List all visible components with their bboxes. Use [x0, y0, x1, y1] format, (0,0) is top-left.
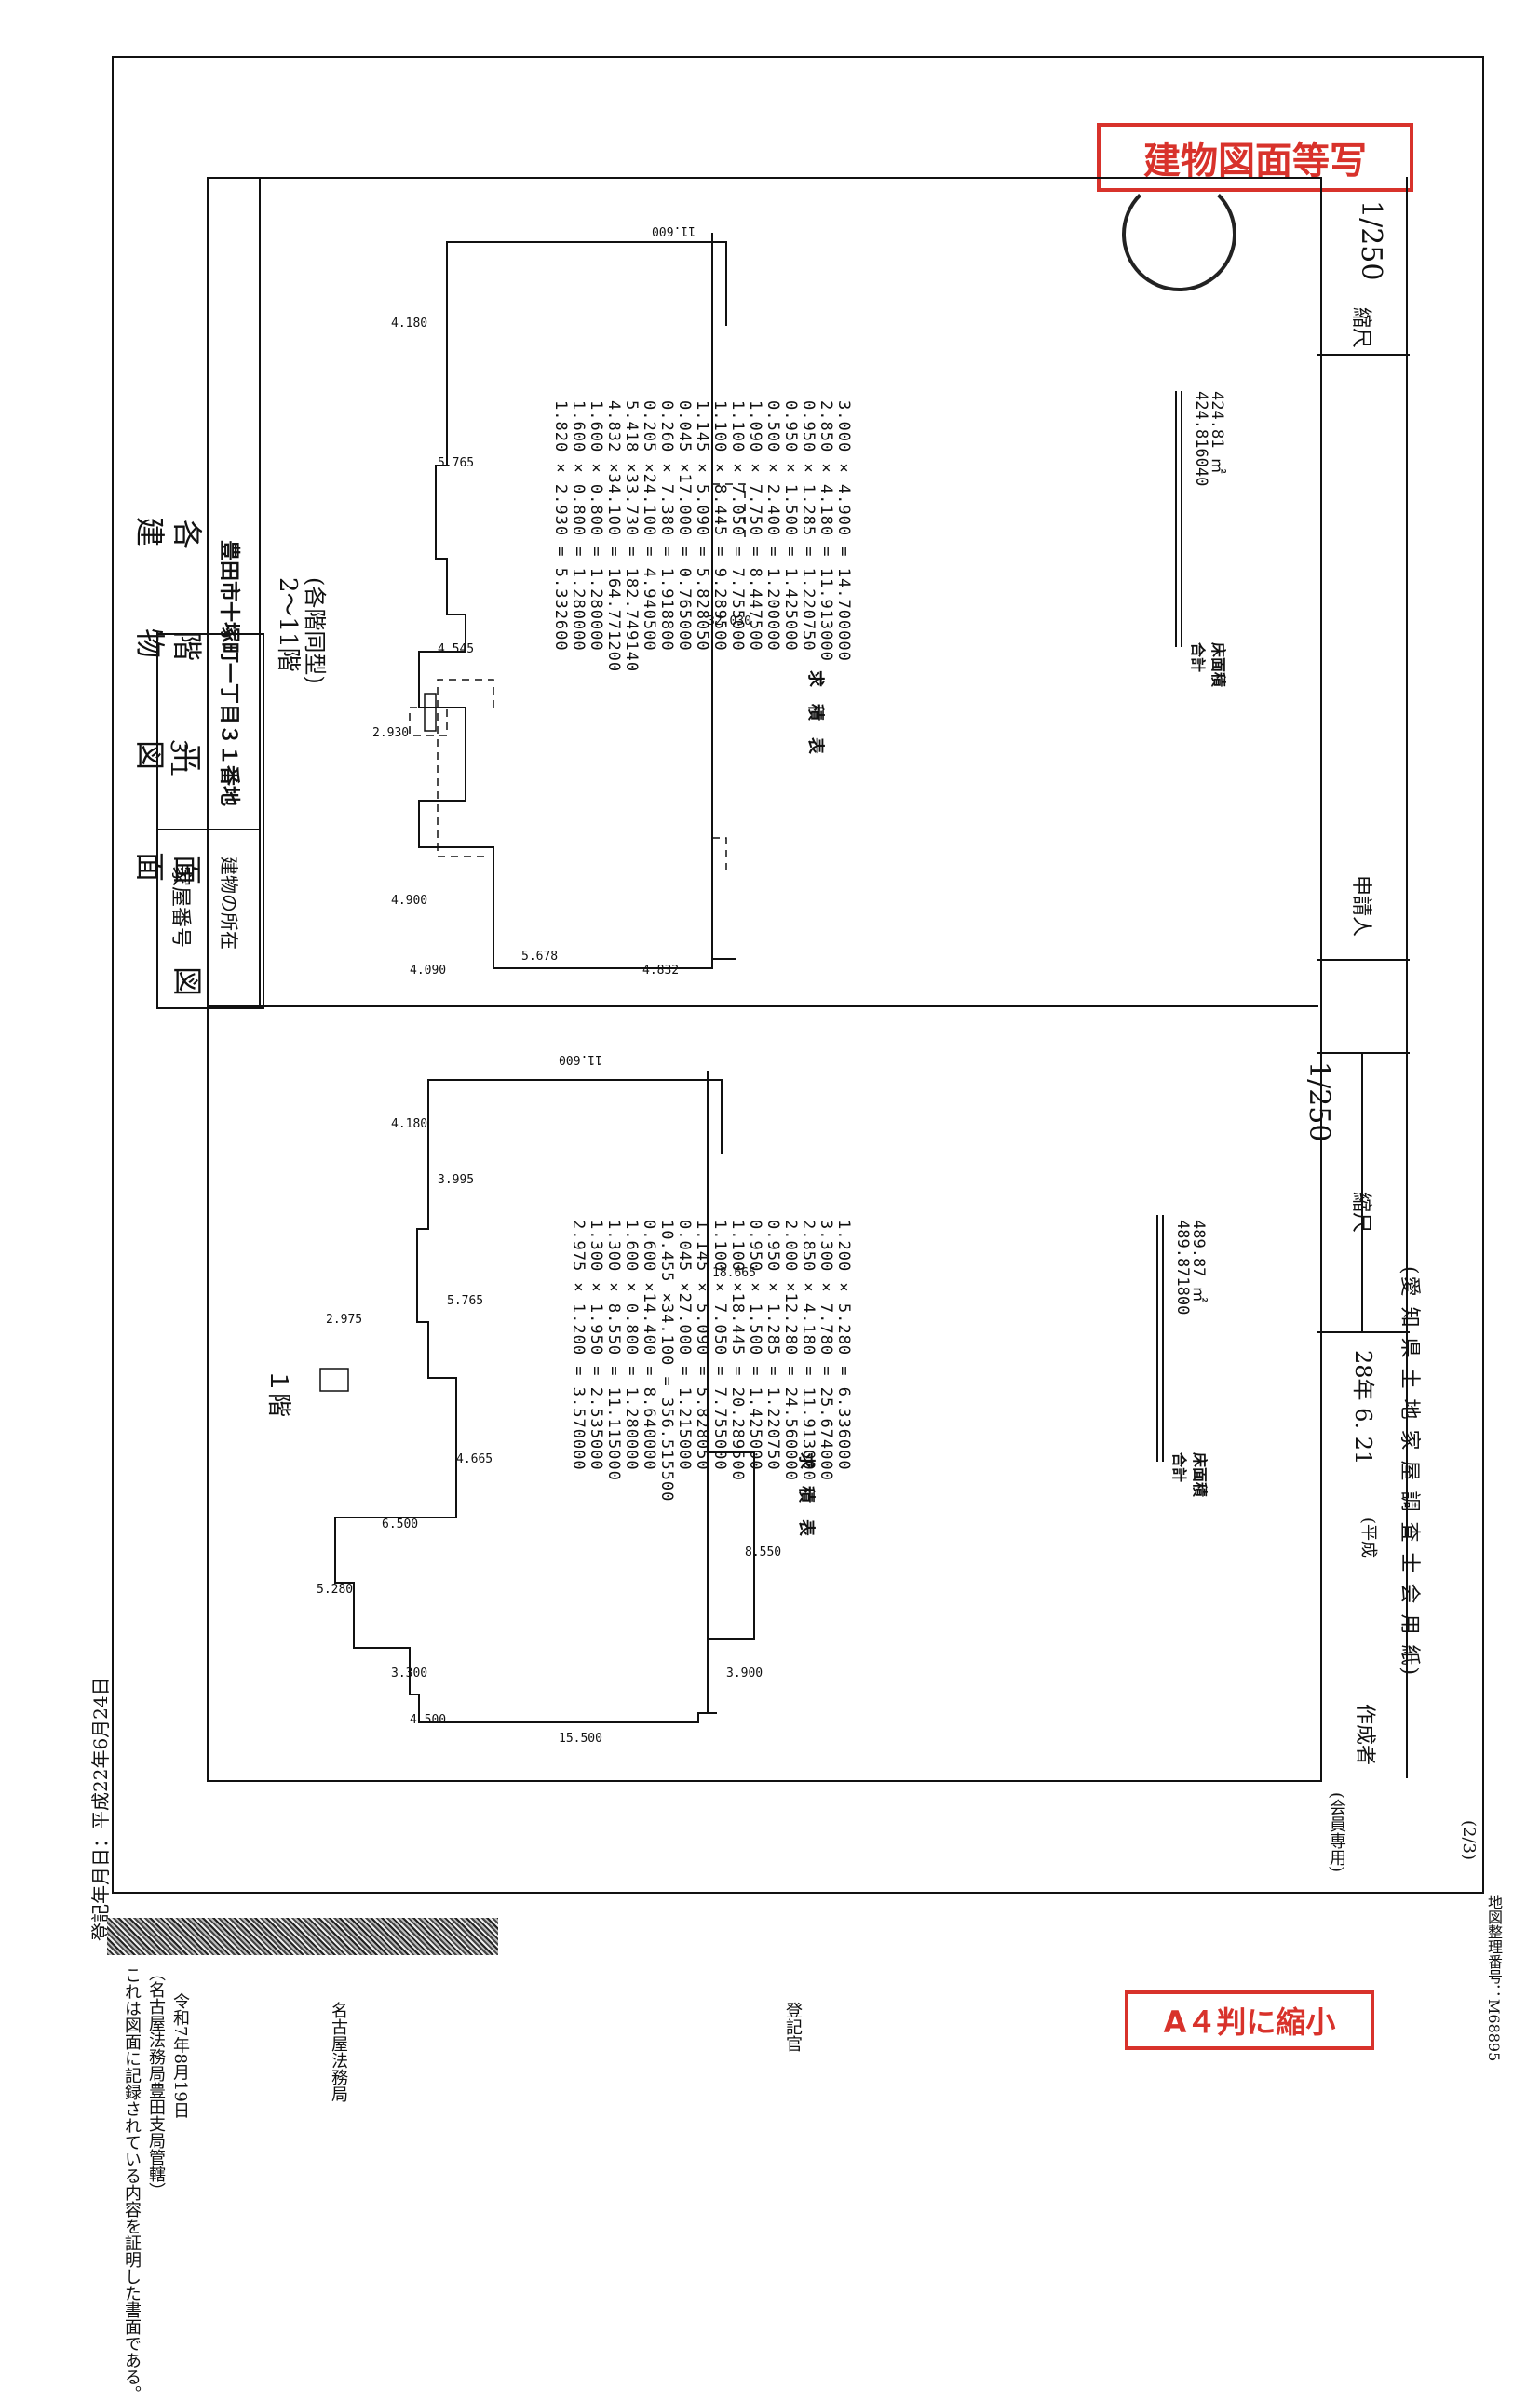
doc-subtitle: 各 階 平 面 図 [169, 520, 205, 1005]
dim-top-4: 2.930 [372, 726, 410, 740]
dim-bottom-1: 4.180 [391, 1117, 428, 1131]
dim-bottom-5: 4.665 [456, 1452, 493, 1466]
table-row: 2.850 × 4.180 = 11.913000 [799, 1220, 817, 1481]
scale-value-mid: 1/250 [1303, 1061, 1335, 1142]
floor-top-area-value: 424.81 ㎡ [1208, 391, 1226, 474]
table-row: 4.832 ×34.100 = 164.771200 [604, 400, 623, 673]
table-row: 1.090 × 7.750 = 8.447500 [746, 400, 764, 652]
official-seal [1122, 177, 1236, 291]
scale-value-top: 1/250 [1355, 200, 1387, 281]
table-row: 2.000 ×12.280 = 24.560000 [781, 1220, 800, 1481]
scale-label-top: 縮尺 [1349, 307, 1372, 349]
dim-bottom-11: 3.300 [391, 1667, 428, 1680]
dim-bottom-7: 5.280 [317, 1583, 354, 1597]
floor-top-plan [409, 233, 746, 969]
a4-reduction-badge: A４判に縮小 [1125, 1990, 1374, 2050]
table-row: 1.100 × 8.445 = 9.289500 [710, 400, 729, 652]
certified-copy-badge: 建物図面等写 [1097, 123, 1413, 192]
dim-top-6: 4.900 [391, 894, 428, 908]
table-row: 0.950 × 1.500 = 1.425000 [746, 1220, 764, 1471]
map-number: 地図整理番号：M68895 [1485, 1895, 1503, 2062]
applicant-label: 申請人 [1349, 875, 1372, 938]
office-name: 名古屋法務局 [329, 2002, 348, 2102]
table-row: 10.455 ×34.100 = 356.515500 [657, 1220, 676, 1503]
dim-top-3: 4.545 [438, 642, 475, 656]
creation-date: 28年 6. 21 [1350, 1350, 1376, 1465]
table-row: 1.145 × 5.090 = 5.828050 [693, 400, 711, 652]
floor-top-area-label: 床面積 [1209, 642, 1227, 688]
table-row: 1.100 × 7.050 = 7.755000 [728, 400, 747, 652]
dim-top-9: 5.678 [521, 950, 559, 964]
floor-bottom-table: 1.200 × 5.280 = 6.336000 3.300 × 7.780 =… [569, 1220, 853, 1503]
author-label: 作成者 [1353, 1704, 1376, 1766]
header-col-border [259, 177, 261, 1005]
table-row: 1.100 × 7.050 = 7.755000 [710, 1220, 729, 1471]
table-row: 0.950 × 1.285 = 1.220750 [799, 400, 817, 652]
scale-label-mid: 縮尺 [1349, 1192, 1372, 1234]
table-row: 0.950 × 1.285 = 1.220750 [763, 1220, 782, 1471]
dim-top-7: 4.090 [410, 964, 447, 978]
floor-bottom-area-label: 床面積 [1191, 1452, 1209, 1498]
table-row: 1.600 × 0.800 = 1.280000 [569, 400, 588, 652]
dim-bottom-13: 15.500 [559, 1732, 602, 1746]
dim-bottom-3: 5.765 [447, 1294, 484, 1308]
table-row: 0.205 ×24.100 = 4.940500 [640, 400, 658, 652]
table-row: 2.850 × 4.180 = 11.913000 [817, 400, 835, 662]
table-row: 1.300 × 1.950 = 2.535000 [587, 1220, 605, 1471]
location-value: 豊田市十塚町一丁目３１番地 [217, 540, 241, 807]
table-row: 1.200 × 5.280 = 6.336000 [834, 1220, 853, 1471]
floor-bottom-total-label: 合計 [1170, 1452, 1188, 1483]
dim-bottom-6: 6.500 [382, 1518, 419, 1532]
dim-bottom-0: 11.600 [559, 1052, 602, 1066]
dim-top-2: 5.765 [438, 456, 475, 470]
floor-top-sublabel: (各階同型) [302, 577, 328, 684]
floor-bottom-label: １階 [264, 1369, 292, 1418]
floor-top-total-label: 合計 [1189, 642, 1207, 673]
certification-text: これは図面に記録されている内容を証明した書面である。 [122, 1966, 142, 2402]
table-row: 0.500 × 2.400 = 1.200000 [763, 400, 782, 652]
table-row: 3.000 × 4.900 = 14.700000 [834, 400, 853, 662]
registered-date: 登記年月日：平成22年6月24日 [89, 1677, 112, 1941]
table-row: 1.145 × 5.090 = 5.828050 [693, 1220, 711, 1471]
floor-top-table-header: 求 積 表 [805, 670, 825, 754]
registrar-label: 登記官 [783, 2002, 803, 2052]
dim-top-8: 4.832 [642, 964, 680, 978]
table-row: 0.600 ×14.400 = 8.640000 [640, 1220, 658, 1471]
dim-bottom-4: 2.975 [326, 1313, 363, 1327]
dim-bottom-9: 8.550 [745, 1545, 782, 1559]
table-row: 1.100 ×18.445 = 20.289500 [728, 1220, 747, 1481]
floor-bottom-area-value: 489.87 ㎡ [1189, 1220, 1208, 1302]
office-jurisdiction: （名古屋法務局豊田支局管轄） [146, 1964, 166, 2199]
table-row: 1.600 × 0.800 = 1.280000 [587, 400, 605, 652]
dim-bottom-12: 4.500 [410, 1713, 447, 1727]
table-row: 0.950 × 1.500 = 1.425000 [781, 400, 800, 652]
member-only-note: (会員専用) [1327, 1792, 1346, 1873]
table-row: 0.045 ×27.000 = 1.215000 [675, 1220, 694, 1471]
table-row: 1.600 × 0.800 = 1.280000 [622, 1220, 641, 1471]
dim-top-0: 11.600 [652, 223, 696, 237]
dim-top-1: 4.180 [391, 317, 428, 331]
header-box [156, 633, 264, 1009]
floor-top-table: 3.000 × 4.900 = 14.700000 2.850 × 4.180 … [551, 400, 853, 673]
certification-date: 令和7年8月19日 [170, 1992, 190, 2119]
table-row: 2.975 × 1.200 = 3.570000 [569, 1220, 588, 1471]
dim-bottom-8: 18.665 [712, 1266, 756, 1280]
dim-top-5: 32.030 [708, 614, 751, 628]
table-row: 1.820 × 2.930 = 5.332600 [551, 400, 570, 652]
table-row: 0.260 × 7.380 = 1.918800 [657, 400, 676, 652]
outer-frame [112, 56, 1484, 1894]
table-row: 0.045 ×17.000 = 0.765000 [675, 400, 694, 652]
certification-seal [107, 1918, 498, 1955]
floor-bottom-plan [319, 1071, 755, 1723]
page-number: (2/3) [1459, 1820, 1479, 1861]
association-text: (愛 知 県 土 地 家 屋 調 査 士 会 用 紙) [1398, 1266, 1421, 1678]
table-row: 5.418 ×33.730 = 182.749140 [622, 400, 641, 673]
creation-label: (平成 [1358, 1518, 1378, 1559]
table-row: 1.300 × 8.550 = 11.115000 [604, 1220, 623, 1481]
location-label: 建物の所在 [218, 857, 240, 950]
table-row: 3.300 × 7.780 = 25.674000 [817, 1220, 835, 1481]
dim-bottom-10: 3.900 [726, 1667, 763, 1680]
dim-bottom-2: 3.995 [438, 1173, 475, 1187]
floor-divider [207, 1005, 1318, 1007]
